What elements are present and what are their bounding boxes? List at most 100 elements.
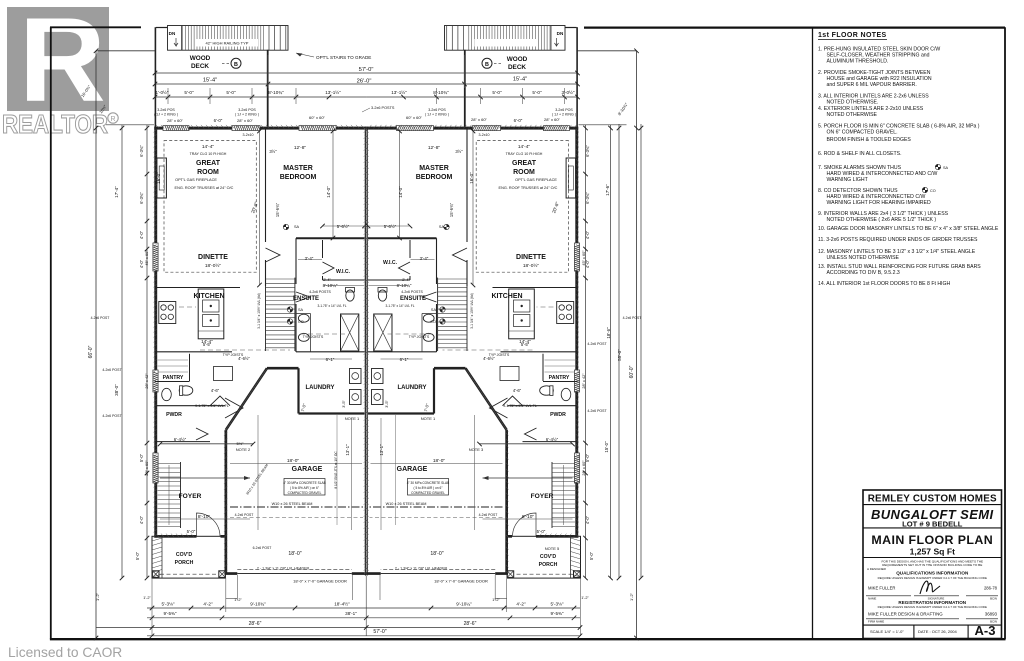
svg-text:13'-1": 13'-1"	[345, 444, 350, 456]
svg-text:MIKE FULLER DESIGN & DRAFTING: MIKE FULLER DESIGN & DRAFTING	[868, 612, 943, 617]
svg-text:3'-0½": 3'-0½"	[562, 89, 575, 95]
svg-text:4'-0": 4'-0"	[585, 230, 590, 239]
svg-text:NOTED OTHERWISE.: NOTED OTHERWISE.	[827, 100, 879, 106]
svg-text:5'-0": 5'-0"	[589, 551, 594, 560]
svg-text:ROOM: ROOM	[513, 169, 535, 176]
svg-text:4'-0": 4'-0"	[139, 230, 144, 239]
svg-text:HOUSE and GARAGE with R22 INSU: HOUSE and GARAGE with R22 INSULATION	[827, 76, 932, 82]
svg-text:5'-3⅛": 5'-3⅛"	[551, 602, 564, 607]
svg-text:4'-0": 4'-0"	[585, 515, 590, 524]
svg-text:14'-4": 14'-4"	[518, 144, 531, 150]
svg-text:4-2x6 POST: 4-2x6 POST	[102, 414, 122, 418]
svg-text:1st FLOOR NOTES: 1st FLOOR NOTES	[818, 32, 887, 39]
svg-text:5'-0": 5'-0"	[135, 551, 140, 560]
svg-text:COV'D: COV'D	[540, 554, 556, 560]
svg-text:WOOD: WOOD	[507, 56, 528, 63]
svg-text:28" x 60": 28" x 60"	[167, 118, 184, 123]
svg-text:and SUPER 6 MIL VAPOUR BARRIER: and SUPER 6 MIL VAPOUR BARRIER.	[827, 82, 917, 88]
svg-text:OPT'L GAS FIREPLACE: OPT'L GAS FIREPLACE	[515, 178, 557, 182]
svg-text:3-1 3/4" x 10½" LVL (tbl): 3-1 3/4" x 10½" LVL (tbl)	[257, 293, 261, 329]
svg-text:LOT # 9 BEDELL: LOT # 9 BEDELL	[902, 519, 963, 528]
svg-text:NOTE 5: NOTE 5	[545, 546, 560, 551]
svg-text:SA: SA	[294, 225, 300, 229]
svg-text:ALUMINUM THRESHOLD.: ALUMINUM THRESHOLD.	[827, 59, 889, 65]
svg-text:9-1.75" x 9.5" LVL FL: 9-1.75" x 9.5" LVL FL	[195, 404, 229, 408]
svg-text:3-1.75" x 14" LVL FL: 3-1.75" x 14" LVL FL	[317, 304, 346, 308]
svg-text:4-2x6 POST: 4-2x6 POST	[91, 316, 110, 320]
svg-text:REGISTRATION INFORMATION: REGISTRATION INFORMATION	[898, 600, 966, 605]
svg-text:45" x 60": 45" x 60"	[145, 250, 149, 266]
svg-text:MASTER: MASTER	[283, 165, 313, 172]
svg-text:DECK: DECK	[508, 64, 526, 71]
svg-text:2 - 1 3/4" x 11 7/8" LVL HEADE: 2 - 1 3/4" x 11 7/8" LVL HEADER	[257, 567, 310, 571]
svg-text:14'-0": 14'-0"	[326, 186, 331, 198]
svg-text:LAUNDRY: LAUNDRY	[305, 385, 334, 391]
svg-text:SCALE 1/4" = 1'-0": SCALE 1/4" = 1'-0"	[870, 629, 904, 634]
svg-text:4" 30 MPa CONCRETE SLAB: 4" 30 MPa CONCRETE SLAB	[283, 481, 326, 485]
svg-text:18'-4½": 18'-4½"	[334, 601, 350, 607]
svg-text:66'-0": 66'-0"	[88, 345, 94, 358]
svg-text:NOTE 2: NOTE 2	[236, 447, 251, 452]
svg-text:HARD WIRED & INTERCONNECTED AN: HARD WIRED & INTERCONNECTED AND C/W	[827, 171, 938, 177]
svg-text:2 - 1 3/4" x 11 7/8" LVL HEADE: 2 - 1 3/4" x 11 7/8" LVL HEADER	[395, 567, 448, 571]
svg-text:15'-4": 15'-4"	[513, 77, 527, 83]
svg-text:CO: CO	[930, 189, 936, 193]
svg-text:14'-0": 14'-0"	[398, 186, 403, 198]
svg-text:14'-4": 14'-4"	[519, 339, 531, 344]
svg-text:16'-0": 16'-0"	[469, 172, 474, 184]
svg-text:6-2x6 POST: 6-2x6 POST	[253, 546, 272, 550]
svg-text:9'-5⅜": 9'-5⅜"	[551, 611, 564, 616]
svg-text:B: B	[234, 62, 238, 68]
svg-text:12'-8": 12'-8"	[428, 145, 441, 151]
svg-text:3-2x6 POSTS: 3-2x6 POSTS	[371, 106, 395, 110]
svg-text:6'-3¾": 6'-3¾"	[139, 192, 144, 204]
svg-text:5'-3⅛": 5'-3⅛"	[162, 602, 175, 607]
svg-text:COV'D: COV'D	[176, 552, 192, 558]
svg-text:GARAGE: GARAGE	[292, 466, 323, 473]
svg-text:( 1J + 2 KING ): ( 1J + 2 KING )	[235, 113, 259, 117]
svg-text:12. MASONRY LINTELS TO BE 3 1: 12. MASONRY LINTELS TO BE 3 1/2" x 3 1/2…	[818, 249, 976, 255]
svg-text:4-2x6 POST: 4-2x6 POST	[587, 342, 607, 346]
svg-text:DN: DN	[169, 31, 176, 36]
svg-text:18'-0": 18'-0"	[430, 551, 443, 557]
svg-text:18'-0½": 18'-0½"	[523, 262, 540, 269]
svg-text:3'-5": 3'-5"	[342, 400, 346, 408]
svg-text:9. INTERIOR WALLS ARE 2x4 ( 3: 9. INTERIOR WALLS ARE 2x4 ( 3 1/2" THICK…	[818, 211, 949, 217]
svg-text:7'-0": 7'-0"	[300, 402, 307, 412]
svg-text:4" 30 MPa CONCRETE SLAB: 4" 30 MPa CONCRETE SLAB	[407, 481, 450, 485]
svg-text:NAME: NAME	[868, 597, 876, 601]
svg-text:REMLEY CUSTOM HOMES: REMLEY CUSTOM HOMES	[868, 494, 997, 505]
svg-text:4. EXTERIOR LINTELS ARE 2-2x1: 4. EXTERIOR LINTELS ARE 2-2x10 UNLESS	[818, 106, 924, 112]
svg-text:WOOD: WOOD	[190, 55, 211, 62]
svg-text:38'-0": 38'-0"	[114, 384, 119, 396]
svg-text:6'-3¾": 6'-3¾"	[585, 192, 590, 204]
svg-text:18'-0½": 18'-0½"	[205, 262, 222, 269]
svg-text:DECK: DECK	[191, 63, 209, 70]
svg-text:HARD WIRED & INTERCONNECTED C/: HARD WIRED & INTERCONNECTED C/W	[827, 194, 926, 200]
svg-text:PORCH: PORCH	[175, 560, 194, 566]
svg-text:17'-6": 17'-6"	[605, 184, 610, 196]
svg-text:6'-4½": 6'-4½"	[546, 437, 559, 442]
svg-text:1'-0½": 1'-0½"	[156, 89, 169, 95]
svg-text:18'-0": 18'-0"	[433, 458, 446, 464]
svg-text:3-2x6 POS: 3-2x6 POS	[555, 108, 573, 112]
svg-text:28" x 60": 28" x 60"	[145, 460, 149, 476]
svg-text:5'-0": 5'-0"	[187, 529, 196, 534]
svg-text:18'-0" x 7'-0" GARAGE DOOR: 18'-0" x 7'-0" GARAGE DOOR	[434, 579, 488, 584]
svg-text:286-78: 286-78	[984, 586, 998, 591]
svg-text:FIRM NAME: FIRM NAME	[868, 619, 884, 623]
svg-text:MASTER: MASTER	[419, 165, 449, 172]
svg-text:28" x 60": 28" x 60"	[237, 118, 254, 123]
svg-text:1'-2": 1'-2"	[95, 592, 100, 601]
svg-text:38'-1": 38'-1"	[345, 611, 357, 616]
svg-text:TYP JOISTS: TYP JOISTS	[409, 335, 430, 339]
svg-text:3. ALL INTERIOR LINTELS ARE 2: 3. ALL INTERIOR LINTELS ARE 2-2x6 UNLESS	[818, 94, 929, 100]
svg-text:28'-6": 28'-6"	[249, 621, 262, 627]
svg-text:1. PRE-HUNG INSULATED STEEL S: 1. PRE-HUNG INSULATED STEEL SKIN DOOR C/…	[818, 47, 940, 53]
svg-text:5. PORCH FLOOR IS MIN 6" CONC: 5. PORCH FLOOR IS MIN 6" CONCRETE SLAB (…	[818, 124, 980, 130]
svg-text:7. SMOKE ALARMS SHOWN THUS: 7. SMOKE ALARMS SHOWN THUS	[818, 165, 902, 171]
svg-text:28'-6": 28'-6"	[464, 621, 477, 627]
svg-text:3'-5": 3'-5"	[385, 400, 389, 408]
svg-text:18'-0" x 7'-0" GARAGE DOOR: 18'-0" x 7'-0" GARAGE DOOR	[293, 579, 347, 584]
svg-text:BEDROOM: BEDROOM	[280, 174, 317, 181]
